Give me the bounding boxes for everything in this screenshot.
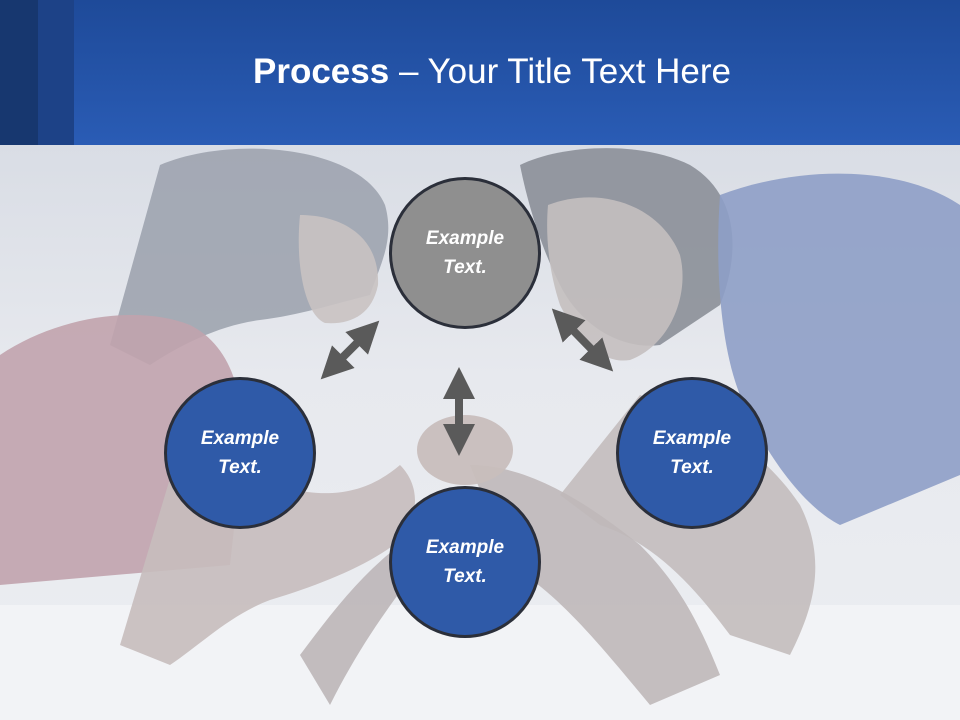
double-arrow-top-left xyxy=(320,320,380,380)
process-circle-bottom[interactable]: Example Text. xyxy=(389,486,541,638)
header-accent-stripe xyxy=(0,0,38,145)
process-circle-bottom-text: Example Text. xyxy=(425,537,505,587)
process-circle-right-text: Example Text. xyxy=(652,428,732,478)
double-arrow-top-right xyxy=(551,308,614,372)
process-circle-left[interactable]: Example Text. xyxy=(164,377,316,529)
slide-header: Process – Your Title Text Here xyxy=(0,0,960,145)
process-circle-top-text: Example Text. xyxy=(425,228,505,278)
slide-title-bold: Process xyxy=(253,52,390,91)
process-circle-top[interactable]: Example Text. xyxy=(389,177,541,329)
slide-title: Process – Your Title Text Here xyxy=(0,52,960,92)
process-circle-right[interactable]: Example Text. xyxy=(616,377,768,529)
slide-title-rest: – Your Title Text Here xyxy=(389,52,731,91)
process-circle-left-text: Example Text. xyxy=(200,428,280,478)
header-accent-stripe-light xyxy=(38,0,74,145)
